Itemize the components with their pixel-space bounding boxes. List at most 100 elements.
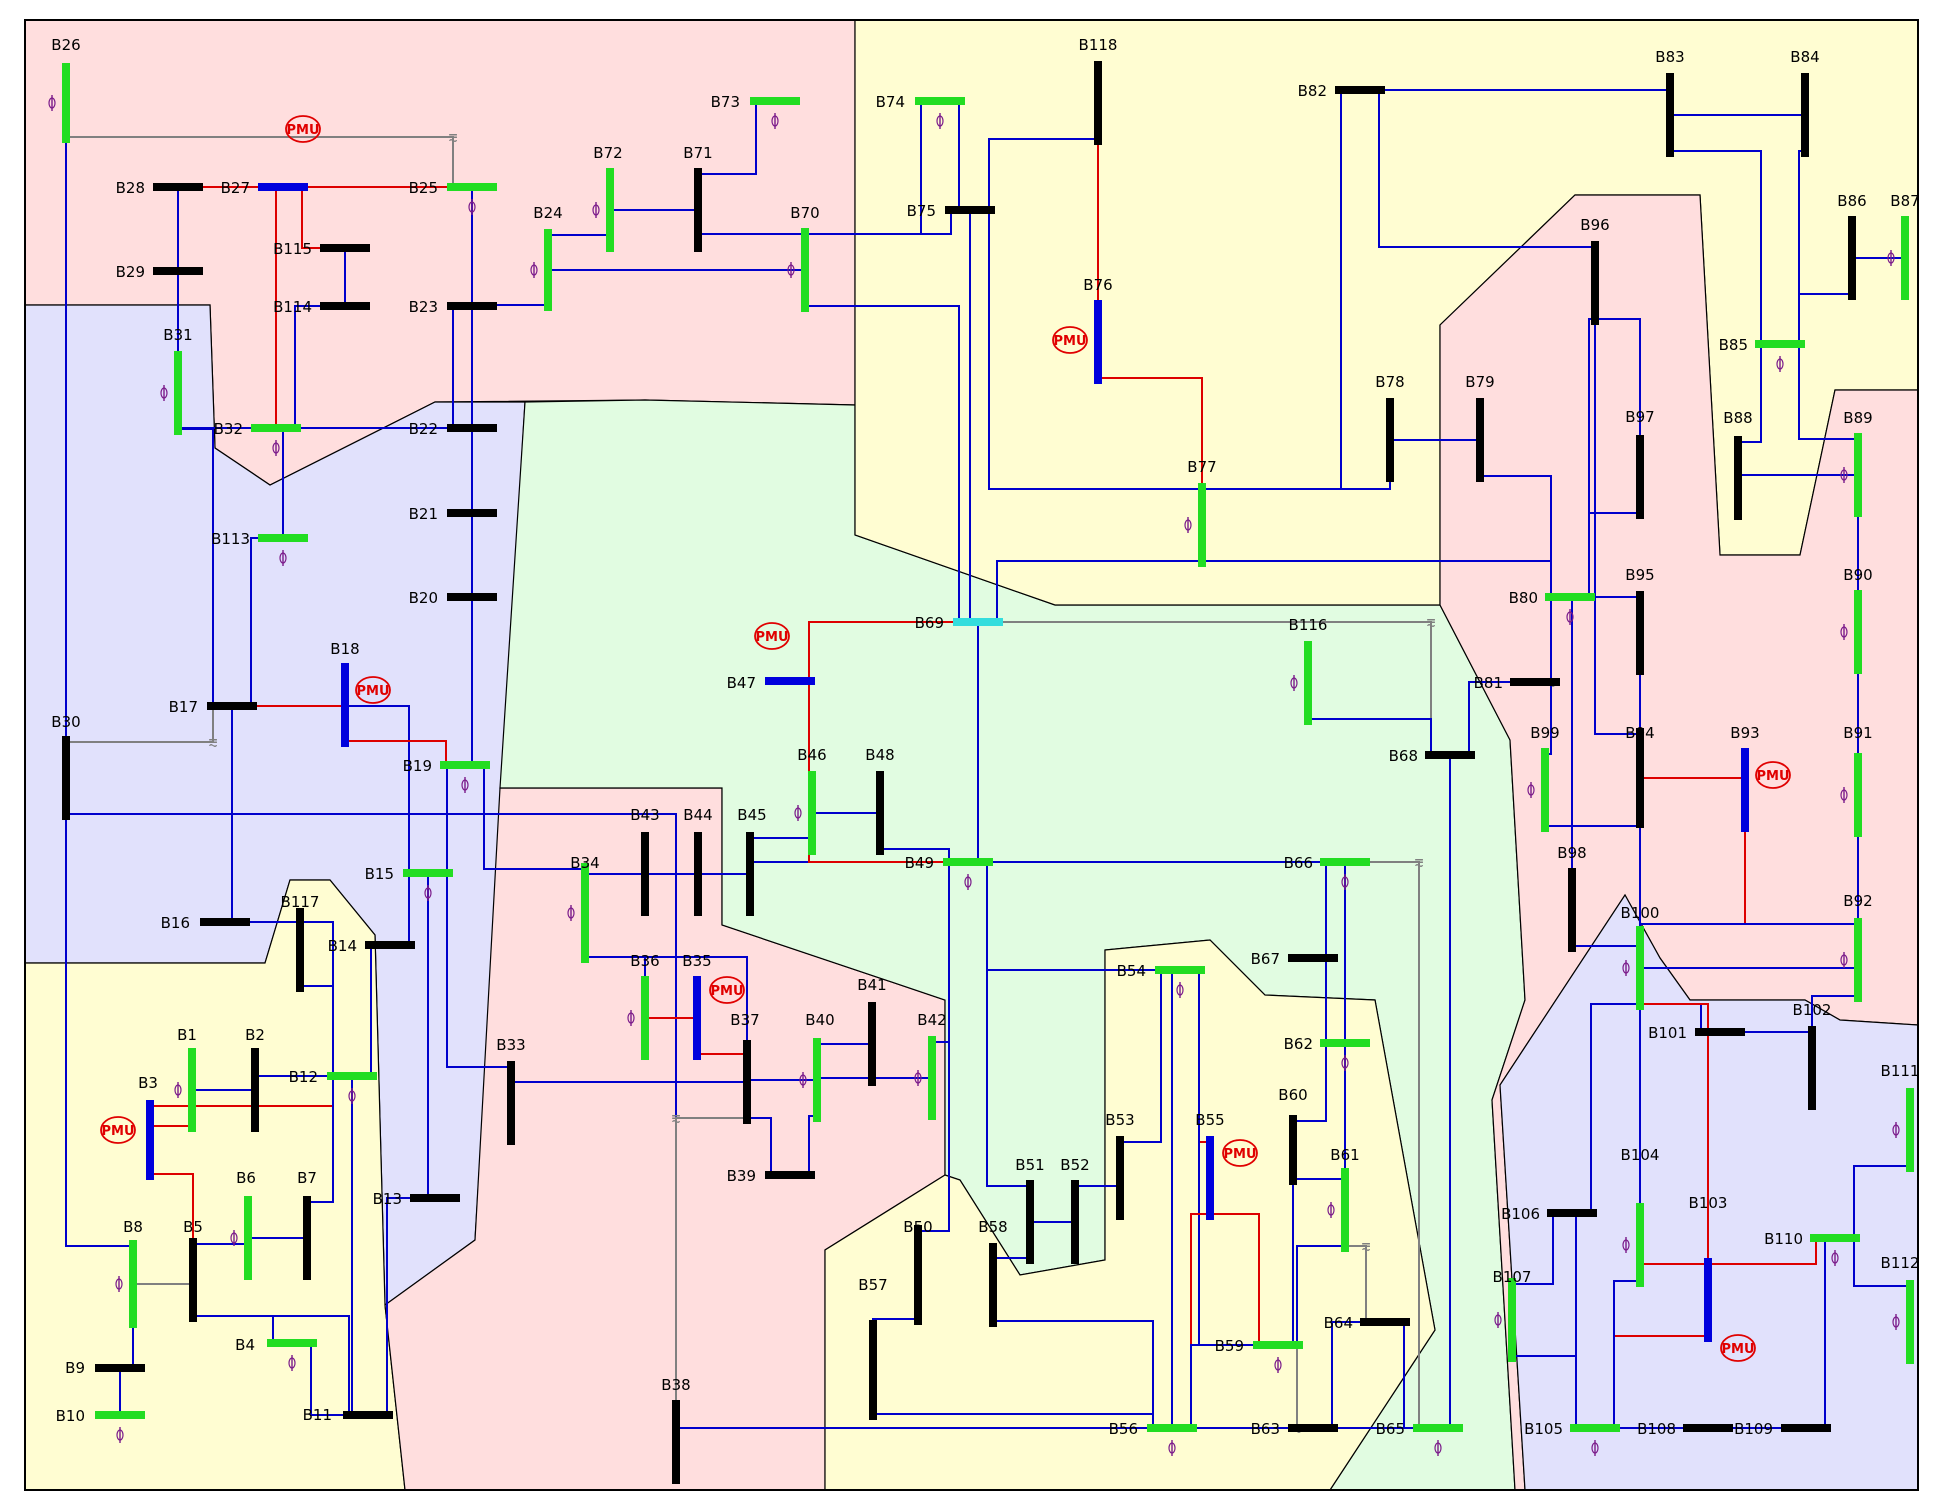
bus-b51[interactable] xyxy=(1026,1180,1034,1264)
bus-b107[interactable] xyxy=(1508,1278,1516,1362)
bus-b93[interactable] xyxy=(1741,748,1749,832)
bus-b49[interactable] xyxy=(943,858,993,866)
bus-b34[interactable] xyxy=(581,863,589,963)
bus-b8[interactable] xyxy=(129,1240,137,1328)
bus-b40[interactable] xyxy=(813,1038,821,1122)
bus-b18[interactable] xyxy=(341,663,349,747)
bus-b28[interactable] xyxy=(153,183,203,191)
bus-b7[interactable] xyxy=(303,1196,311,1280)
bus-b72[interactable] xyxy=(606,168,614,252)
bus-b104[interactable] xyxy=(1636,1203,1644,1287)
bus-b50[interactable] xyxy=(914,1225,922,1325)
bus-b60[interactable] xyxy=(1289,1115,1297,1185)
bus-b85[interactable] xyxy=(1755,340,1805,348)
bus-b14[interactable] xyxy=(365,941,415,949)
bus-b83[interactable] xyxy=(1666,73,1674,157)
bus-b96[interactable] xyxy=(1591,241,1599,325)
bus-b3[interactable] xyxy=(146,1100,154,1180)
bus-b115[interactable] xyxy=(320,244,370,252)
bus-b103[interactable] xyxy=(1704,1258,1712,1342)
bus-b117[interactable] xyxy=(296,908,304,992)
bus-b95[interactable] xyxy=(1636,591,1644,675)
bus-b77[interactable] xyxy=(1198,483,1206,567)
bus-b84[interactable] xyxy=(1801,73,1809,157)
bus-b6[interactable] xyxy=(244,1196,252,1280)
bus-b81[interactable] xyxy=(1510,678,1560,686)
bus-b113[interactable] xyxy=(258,534,308,542)
bus-b15[interactable] xyxy=(403,869,453,877)
bus-b30[interactable] xyxy=(62,736,70,820)
bus-b114[interactable] xyxy=(320,302,370,310)
bus-b89[interactable] xyxy=(1854,433,1862,517)
bus-b13[interactable] xyxy=(410,1194,460,1202)
bus-b58[interactable] xyxy=(989,1243,997,1327)
bus-b105[interactable] xyxy=(1570,1424,1620,1432)
bus-b20[interactable] xyxy=(447,593,497,601)
bus-b82[interactable] xyxy=(1335,86,1385,94)
bus-b94[interactable] xyxy=(1636,728,1644,828)
bus-b12[interactable] xyxy=(327,1072,377,1080)
bus-b76[interactable] xyxy=(1094,300,1102,384)
bus-b112[interactable] xyxy=(1906,1280,1914,1364)
bus-b53[interactable] xyxy=(1116,1136,1124,1220)
bus-b99[interactable] xyxy=(1541,748,1549,832)
bus-b66[interactable] xyxy=(1320,858,1370,866)
bus-b26[interactable] xyxy=(62,63,70,143)
bus-b63[interactable] xyxy=(1288,1424,1338,1432)
bus-b116[interactable] xyxy=(1304,641,1312,725)
bus-b57[interactable] xyxy=(869,1320,877,1420)
bus-b19[interactable] xyxy=(440,761,490,769)
bus-b102[interactable] xyxy=(1808,1026,1816,1110)
bus-b111[interactable] xyxy=(1906,1088,1914,1172)
bus-b92[interactable] xyxy=(1854,918,1862,1002)
bus-b10[interactable] xyxy=(95,1411,145,1419)
bus-b106[interactable] xyxy=(1547,1209,1597,1217)
bus-b38[interactable] xyxy=(672,1400,680,1484)
bus-b39[interactable] xyxy=(765,1171,815,1179)
bus-b65[interactable] xyxy=(1413,1424,1463,1432)
bus-b31[interactable] xyxy=(174,351,182,435)
bus-b74[interactable] xyxy=(915,97,965,105)
bus-b87[interactable] xyxy=(1901,216,1909,300)
bus-b35[interactable] xyxy=(693,976,701,1060)
bus-b47[interactable] xyxy=(765,677,815,685)
bus-b109[interactable] xyxy=(1781,1424,1831,1432)
bus-b29[interactable] xyxy=(153,267,203,275)
bus-b100[interactable] xyxy=(1636,926,1644,1010)
bus-b101[interactable] xyxy=(1695,1028,1745,1036)
bus-b5[interactable] xyxy=(189,1238,197,1322)
bus-b75[interactable] xyxy=(945,206,995,214)
bus-b22[interactable] xyxy=(447,424,497,432)
bus-b64[interactable] xyxy=(1360,1318,1410,1326)
bus-b45[interactable] xyxy=(746,832,754,916)
bus-b86[interactable] xyxy=(1848,216,1856,300)
bus-b23[interactable] xyxy=(447,302,497,310)
bus-b44[interactable] xyxy=(694,832,702,916)
bus-b16[interactable] xyxy=(200,918,250,926)
bus-b61[interactable] xyxy=(1341,1168,1349,1252)
bus-b78[interactable] xyxy=(1386,398,1394,482)
bus-b91[interactable] xyxy=(1854,753,1862,837)
bus-b52[interactable] xyxy=(1071,1180,1079,1264)
bus-b46[interactable] xyxy=(808,771,816,855)
bus-b48[interactable] xyxy=(876,771,884,855)
bus-b2[interactable] xyxy=(251,1048,259,1132)
bus-b80[interactable] xyxy=(1545,593,1595,601)
bus-b71[interactable] xyxy=(694,168,702,252)
bus-b36[interactable] xyxy=(641,976,649,1060)
bus-b56[interactable] xyxy=(1147,1424,1197,1432)
bus-b62[interactable] xyxy=(1320,1039,1370,1047)
bus-b73[interactable] xyxy=(750,97,800,105)
bus-b41[interactable] xyxy=(868,1002,876,1086)
bus-b11[interactable] xyxy=(343,1411,393,1419)
bus-b118[interactable] xyxy=(1094,61,1102,145)
bus-b54[interactable] xyxy=(1155,966,1205,974)
bus-b55[interactable] xyxy=(1206,1136,1214,1220)
bus-b17[interactable] xyxy=(207,702,257,710)
bus-b79[interactable] xyxy=(1476,398,1484,482)
bus-b70[interactable] xyxy=(801,228,809,312)
bus-b37[interactable] xyxy=(743,1040,751,1124)
bus-b69[interactable] xyxy=(953,618,1003,626)
bus-b108[interactable] xyxy=(1683,1424,1733,1432)
bus-b97[interactable] xyxy=(1636,435,1644,519)
